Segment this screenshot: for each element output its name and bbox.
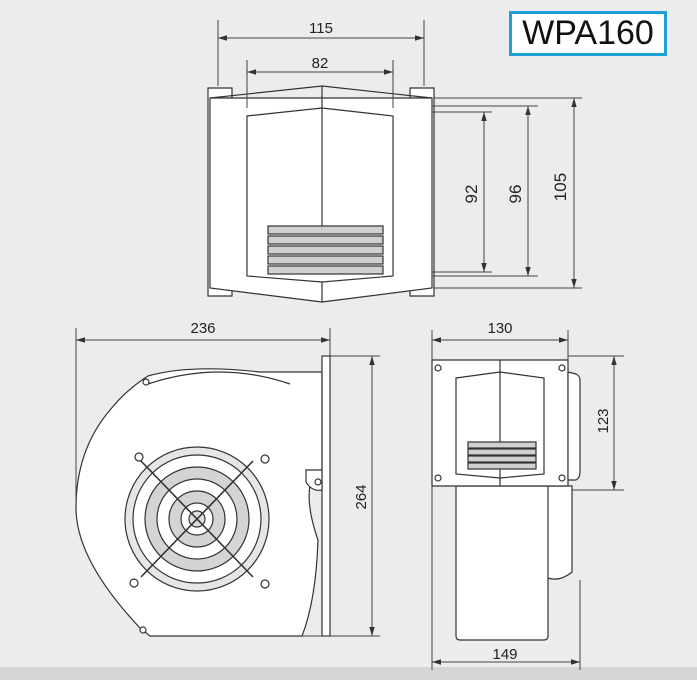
side-view-dimensions [75,328,380,637]
dim-front-height: 123 [595,408,612,433]
side-view-mount-flange [321,355,331,637]
dim-top-height-92: 92 [462,185,481,204]
top-view [207,85,435,303]
dim-top-width-outer: 115 [309,20,333,37]
top-view-dimensions [217,20,582,289]
front-view-grille [467,441,537,470]
dim-top-height-96: 96 [506,185,525,204]
dim-top-height-105: 105 [551,173,570,201]
dim-top-width-inner: 82 [312,55,329,72]
model-badge: WPA160 [509,11,667,56]
dim-front-width-top: 130 [487,320,512,337]
dim-front-width-bottom: 149 [492,646,517,663]
front-view-dimensions [431,330,624,670]
top-view-grille [267,225,384,275]
top-view-top-cap [209,85,433,99]
bottom-strip [0,667,697,680]
front-view-lower-body [455,485,573,641]
side-view [75,355,331,637]
front-view [431,359,581,641]
side-view-housing-inner [147,371,291,385]
dim-side-height: 264 [353,484,370,509]
dim-side-width: 236 [190,320,215,337]
side-view-fan-grille [124,446,270,592]
